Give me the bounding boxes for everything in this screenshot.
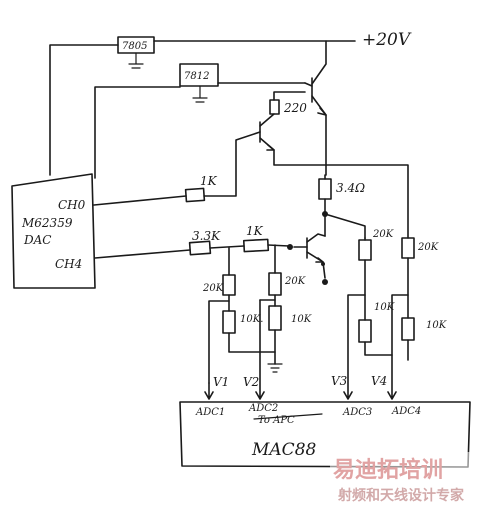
resistor-20k-d-label: 20K bbox=[417, 242, 439, 253]
divider-v4: 20K 10K V4 bbox=[371, 237, 447, 400]
watermark: 易迪拓培训 射频和天线设计专家 bbox=[330, 452, 489, 508]
mcu-adc2-struck-label: To APC bbox=[258, 415, 295, 426]
resistor-1k-mid-label: 1K bbox=[246, 224, 264, 238]
resistor-220-label: 220 bbox=[283, 101, 307, 115]
regulator-7812-label: 7812 bbox=[184, 71, 209, 82]
resistor-20k-b-label: 20K bbox=[284, 276, 306, 287]
divider-v1: 20K 10K. V1 bbox=[202, 247, 276, 400]
resistor-10k-a-label: 10K. bbox=[240, 314, 263, 325]
mcu-name-label: MAC88 bbox=[251, 440, 317, 460]
ch0-path: 1K bbox=[93, 174, 218, 206]
regulator-7805: 7805 bbox=[49, 36, 155, 176]
supply-label: +20V bbox=[362, 30, 412, 50]
resistor-10k-b-label: 10K bbox=[291, 314, 312, 325]
regulator-7805-label: 7805 bbox=[122, 41, 147, 52]
voltage-v4-label: V4 bbox=[371, 374, 387, 388]
ch4-path: 3.3K 1K bbox=[94, 224, 328, 285]
mcu-adc1-label: ADC1 bbox=[195, 407, 225, 418]
resistor-20k-c-label: 20K bbox=[372, 229, 394, 240]
resistor-33k-label: 3.3K bbox=[192, 229, 221, 243]
transistor-q1 bbox=[304, 40, 327, 176]
dac-kind-label: DAC bbox=[23, 233, 51, 247]
supply-rail: +20V bbox=[153, 30, 412, 50]
dac-part-label: M62359 bbox=[21, 216, 73, 230]
sense-branch: 3.4Ω bbox=[318, 164, 409, 239]
divider-v3: 20K 10K V3 bbox=[331, 229, 395, 400]
dac-block: CH0 M62359 DAC CH4 bbox=[11, 173, 96, 289]
watermark-slogan: 射频和天线设计专家 bbox=[337, 487, 465, 504]
transistor-q2: 220 bbox=[203, 91, 327, 197]
resistor-34-label: 3.4Ω bbox=[336, 181, 365, 195]
voltage-v2-label: V2 bbox=[243, 375, 259, 389]
mcu-adc2-label: ADC2 bbox=[248, 403, 278, 414]
regulator-7812: 7812 bbox=[94, 63, 306, 179]
mcu-adc3-label: ADC3 bbox=[342, 407, 372, 418]
resistor-10k-c-label: 10K bbox=[374, 302, 395, 313]
dac-ch4-label: CH4 bbox=[55, 257, 82, 271]
mcu-adc4-label: ADC4 bbox=[391, 406, 421, 417]
voltage-v3-label: V3 bbox=[331, 374, 348, 388]
resistor-10k-d-label: 10K bbox=[426, 320, 447, 331]
voltage-v1-label: V1 bbox=[213, 375, 229, 389]
resistor-20k-a-label: 20K bbox=[202, 283, 224, 294]
dac-ch0-label: CH0 bbox=[58, 198, 86, 212]
resistor-1k-top-label: 1K bbox=[200, 174, 218, 188]
watermark-brand: 易迪拓培训 bbox=[333, 457, 443, 483]
divider-v2: 20K 10K V2 bbox=[243, 244, 312, 400]
